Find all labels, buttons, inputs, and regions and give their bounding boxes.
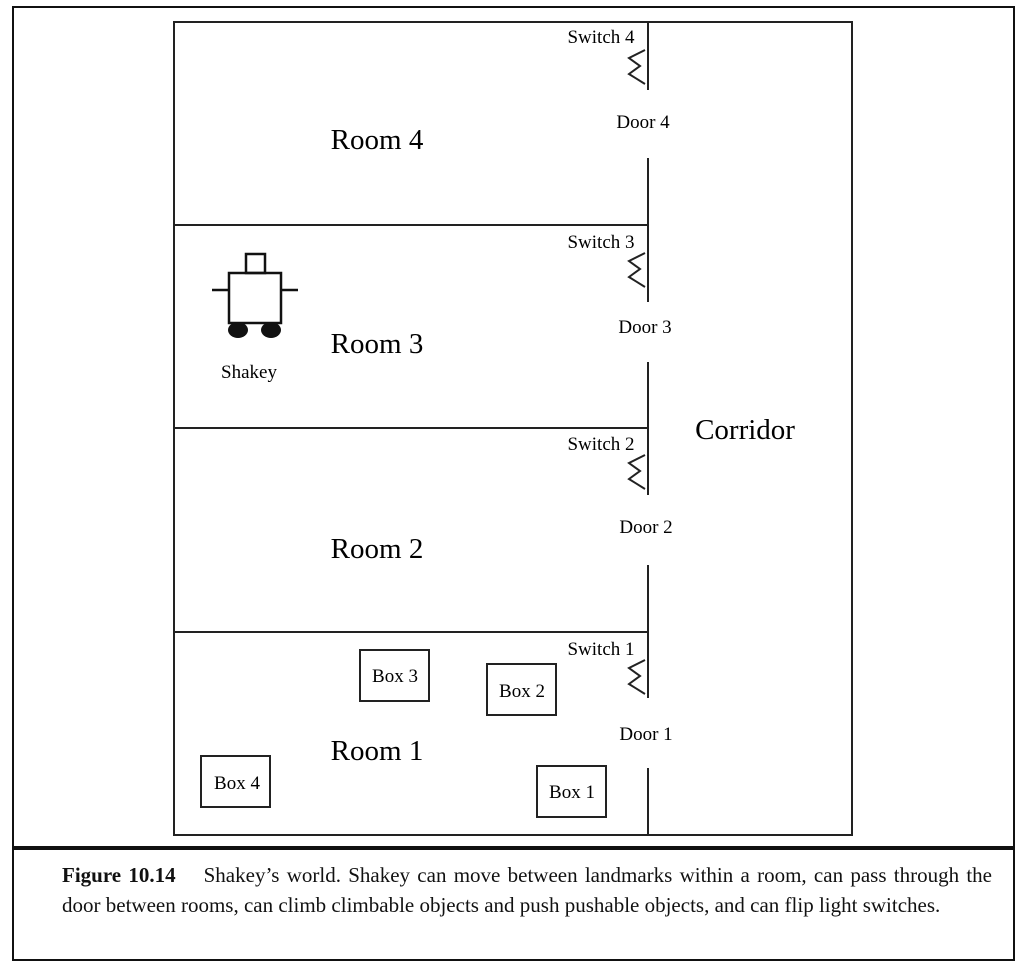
room-label: Room 2	[331, 533, 424, 565]
switch-label: Switch 4	[567, 27, 635, 48]
switch-3-icon	[627, 252, 646, 288]
switch-4-icon	[627, 49, 646, 85]
box-label: Box 1	[549, 782, 595, 803]
figure-frame	[12, 6, 1015, 961]
shakey-robot-icon	[212, 252, 298, 338]
switch-2-icon	[627, 454, 646, 490]
room-label: Room 4	[331, 124, 424, 156]
box-label: Box 3	[372, 666, 418, 687]
box-label: Box 4	[214, 773, 260, 794]
switch-1-icon	[627, 659, 646, 695]
box-2: Box 2	[486, 663, 557, 716]
box-label: Box 2	[499, 681, 545, 702]
door-label: Door 1	[619, 724, 672, 745]
switch-label: Switch 2	[567, 434, 634, 455]
box-3: Box 3	[359, 649, 430, 702]
door-label: Door 4	[616, 112, 670, 133]
room-label: Room 1	[331, 735, 424, 767]
corridor-label: Corridor	[695, 414, 795, 446]
caption-text: Shakey’s world. Shakey can move between …	[62, 863, 993, 917]
room-label: Room 3	[331, 328, 424, 360]
door-label: Door 2	[619, 517, 672, 538]
box-1: Box 1	[536, 765, 607, 818]
shakey-label: Shakey	[221, 362, 277, 383]
door-label: Door 3	[618, 317, 671, 338]
switch-label: Switch 3	[567, 232, 634, 253]
figure-number: Figure 10.14	[62, 863, 176, 887]
box-4: Box 4	[200, 755, 271, 808]
switch-label: Switch 1	[567, 639, 634, 660]
